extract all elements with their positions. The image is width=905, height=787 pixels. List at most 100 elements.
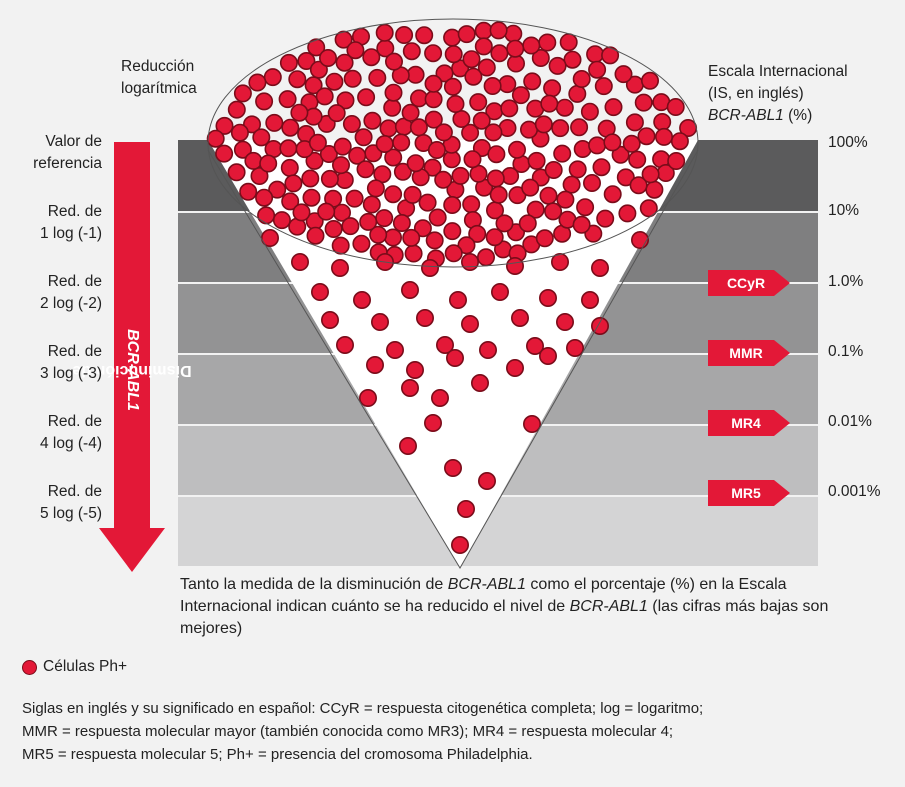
ph-positive-cell (483, 77, 502, 96)
badge-arrow-shape (708, 340, 790, 366)
ph-positive-cell (404, 244, 423, 263)
ph-positive-cell (334, 30, 353, 49)
ph-positive-cell (336, 91, 355, 110)
ph-positive-cell (576, 198, 595, 217)
ph-positive-cell (395, 25, 414, 44)
ph-positive-cell (290, 253, 309, 272)
baseline-label: Valor de referencia (33, 133, 102, 172)
ph-positive-cell (527, 151, 546, 170)
ph-positive-cell (507, 140, 526, 159)
scale-heading: Escala Internacional (IS, en inglés) BCR… (708, 63, 848, 124)
ph-positive-cell (568, 160, 587, 179)
ph-positive-cell (618, 204, 637, 223)
ph-positive-cell (320, 169, 339, 188)
ph-positive-cell (457, 236, 476, 255)
ph-positive-cell (330, 258, 349, 277)
ph-positive-cell (511, 86, 530, 105)
ph-positive-cell (331, 236, 350, 255)
ph-positive-cell (384, 52, 403, 71)
ph-positive-cell (448, 290, 467, 309)
ph-positive-cell (402, 228, 421, 247)
ph-positive-cell (538, 346, 557, 365)
ph-positive-cell (586, 45, 605, 64)
ph-positive-cell (434, 123, 453, 142)
ph-positive-cell (308, 133, 327, 152)
ph-positive-cell (588, 60, 607, 79)
funnel-rim (207, 18, 699, 268)
ph-positive-cell (239, 182, 258, 201)
ph-positive-cell (424, 110, 443, 129)
legend-label: Células Ph+ (43, 658, 128, 675)
badge-mr5: MR5 (731, 485, 761, 501)
ph-positive-cell (315, 87, 334, 106)
ph-positive-cell (268, 180, 287, 199)
ph-positive-cell (406, 65, 425, 84)
ph-positive-cell (400, 378, 419, 397)
ph-positive-cell (259, 154, 278, 173)
ph-positive-cell (281, 192, 300, 211)
ph-positive-cell (539, 186, 558, 205)
ph-positive-cell (477, 471, 496, 490)
ph-positive-cell (317, 202, 336, 221)
ph-positive-cell (486, 169, 505, 188)
ph-positive-cell (307, 38, 326, 57)
ph-positive-cell (424, 44, 443, 63)
ph-positive-cell (435, 335, 454, 354)
ph-positive-cell (625, 113, 644, 132)
ph-positive-cell (257, 206, 276, 225)
diagram-caption: Tanto la medida de la disminución de BCR… (180, 576, 829, 637)
ph-positive-cell (443, 196, 462, 215)
ph-positive-cell (290, 103, 309, 122)
ph-positive-cell (403, 185, 422, 204)
ph-positive-cell (405, 360, 424, 379)
ph-positive-cell (398, 436, 417, 455)
ph-positive-cell (346, 41, 365, 60)
ph-positive-cell (357, 88, 376, 107)
ph-positive-cell (611, 145, 630, 164)
ph-positive-cell (604, 98, 623, 117)
pct-10: 10% (828, 202, 860, 219)
ph-positive-cell (435, 64, 454, 83)
ph-positive-cell (327, 104, 346, 123)
ph-positive-cell (592, 158, 611, 177)
ph-positive-cell (430, 388, 449, 407)
ph-positive-cell (630, 231, 649, 250)
ph-positive-cell (420, 258, 439, 277)
ph-positive-cell (434, 170, 453, 189)
ph-positive-cell (653, 113, 672, 132)
pct-0-01: 0.01% (828, 413, 872, 430)
ph-positive-cell (555, 312, 574, 331)
ph-positive-cell (304, 76, 323, 95)
ph-positive-cell (345, 189, 364, 208)
ph-positive-cell (425, 231, 444, 250)
ph-positive-cell (343, 69, 362, 88)
ph-positive-cell (255, 92, 274, 111)
badge-arrow-shape (708, 480, 790, 506)
ph-positive-cell (535, 229, 554, 248)
ph-positive-cell (305, 151, 324, 170)
ph-positive-cell (265, 113, 284, 132)
ph-positive-cell (443, 77, 462, 96)
ph-positive-cell (280, 158, 299, 177)
ph-positive-cell (450, 535, 469, 554)
ph-positive-cell (637, 127, 656, 146)
ph-positive-cell (474, 21, 493, 40)
ph-positive-cell (565, 338, 584, 357)
ph-positive-cell (616, 168, 635, 187)
reduction-4-log: Red. de 4 log (-4) (39, 413, 102, 452)
ph-positive-cell (540, 94, 559, 113)
ph-positive-cell (423, 413, 442, 432)
cell-legend-marker (22, 659, 37, 675)
ph-positive-cell (358, 388, 377, 407)
ph-positive-cell (324, 220, 343, 239)
ph-positive-cell (568, 84, 587, 103)
ph-positive-cell (543, 79, 562, 98)
ph-positive-cell (400, 280, 419, 299)
ph-positive-cell (383, 98, 402, 117)
ph-positive-cell (301, 169, 320, 188)
ph-positive-cell (288, 70, 307, 89)
ph-positive-cell (415, 26, 434, 45)
ph-positive-cell (506, 39, 525, 58)
ph-positive-cell (278, 90, 297, 109)
